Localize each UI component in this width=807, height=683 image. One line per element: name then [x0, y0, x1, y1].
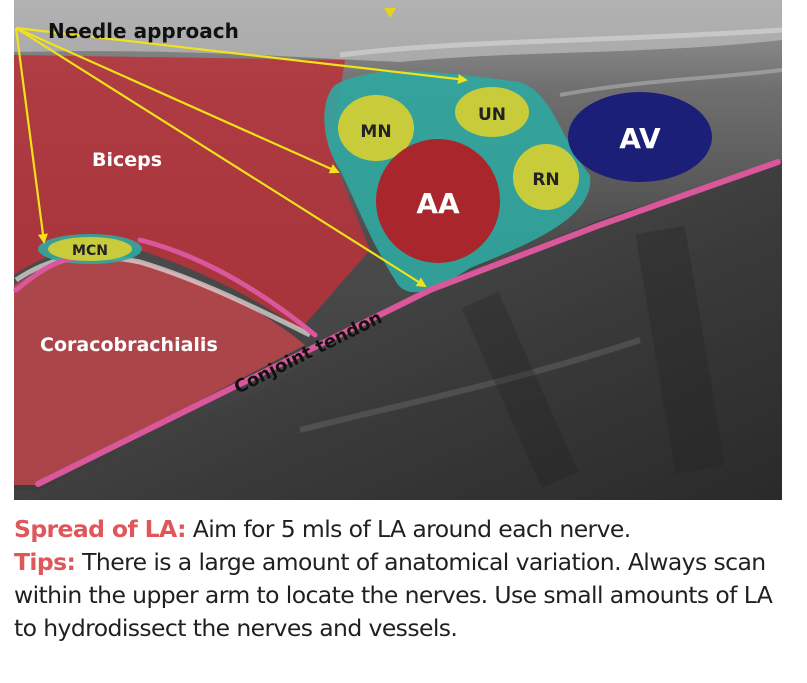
caption-tips: Tips: There is a large amount of anatomi… — [14, 546, 794, 645]
needle-arrows — [14, 26, 468, 288]
axillary-artery — [376, 139, 500, 263]
caption-tips-text: There is a large amount of anatomical va… — [14, 548, 773, 642]
ultrasound-image: Needle approach Biceps Coracobrachialis … — [13, 0, 783, 500]
caption-tips-heading: Tips: — [14, 548, 76, 576]
label-needle-approach: Needle approach — [48, 19, 239, 43]
axillary-vein — [568, 92, 712, 182]
label-av: AV — [619, 122, 661, 155]
label-mn: MN — [360, 122, 391, 142]
deep-tissue — [14, 160, 782, 500]
needle-arrow-to-deep — [15, 27, 427, 288]
conjoint-tendon-line — [35, 159, 781, 487]
ulnar-nerve — [455, 87, 529, 137]
superficial-tissue — [14, 0, 782, 62]
label-coracobrachialis: Coracobrachialis — [40, 334, 218, 356]
coracobrachialis-region — [14, 257, 305, 485]
label-mcn: MCN — [72, 243, 108, 259]
deep-streak — [461, 291, 579, 489]
deep-streak — [299, 337, 641, 433]
label-biceps: Biceps — [92, 149, 162, 171]
needle-arrow-to-mcn — [14, 27, 48, 244]
probe-marker-icon — [384, 8, 396, 18]
label-rn: RN — [532, 170, 559, 190]
caption-spread: Spread of LA: Aim for 5 mls of LA around… — [14, 513, 794, 546]
caption-spread-heading: Spread of LA: — [14, 515, 186, 543]
fascia-streak — [559, 68, 783, 97]
biceps-region — [14, 55, 370, 330]
deep-streak — [635, 225, 725, 475]
fascia-streak — [339, 27, 783, 58]
radial-nerve — [513, 144, 579, 210]
fascia-line — [14, 253, 312, 338]
musculocutaneous-nerve — [48, 237, 132, 261]
needle-arrow-to-median — [15, 26, 340, 174]
needle-arrow-to-ulnar — [15, 26, 468, 85]
median-nerve — [338, 95, 414, 161]
caption-spread-text: Aim for 5 mls of LA around each nerve. — [185, 515, 632, 543]
label-un: UN — [478, 105, 506, 125]
label-aa: AA — [416, 187, 460, 220]
